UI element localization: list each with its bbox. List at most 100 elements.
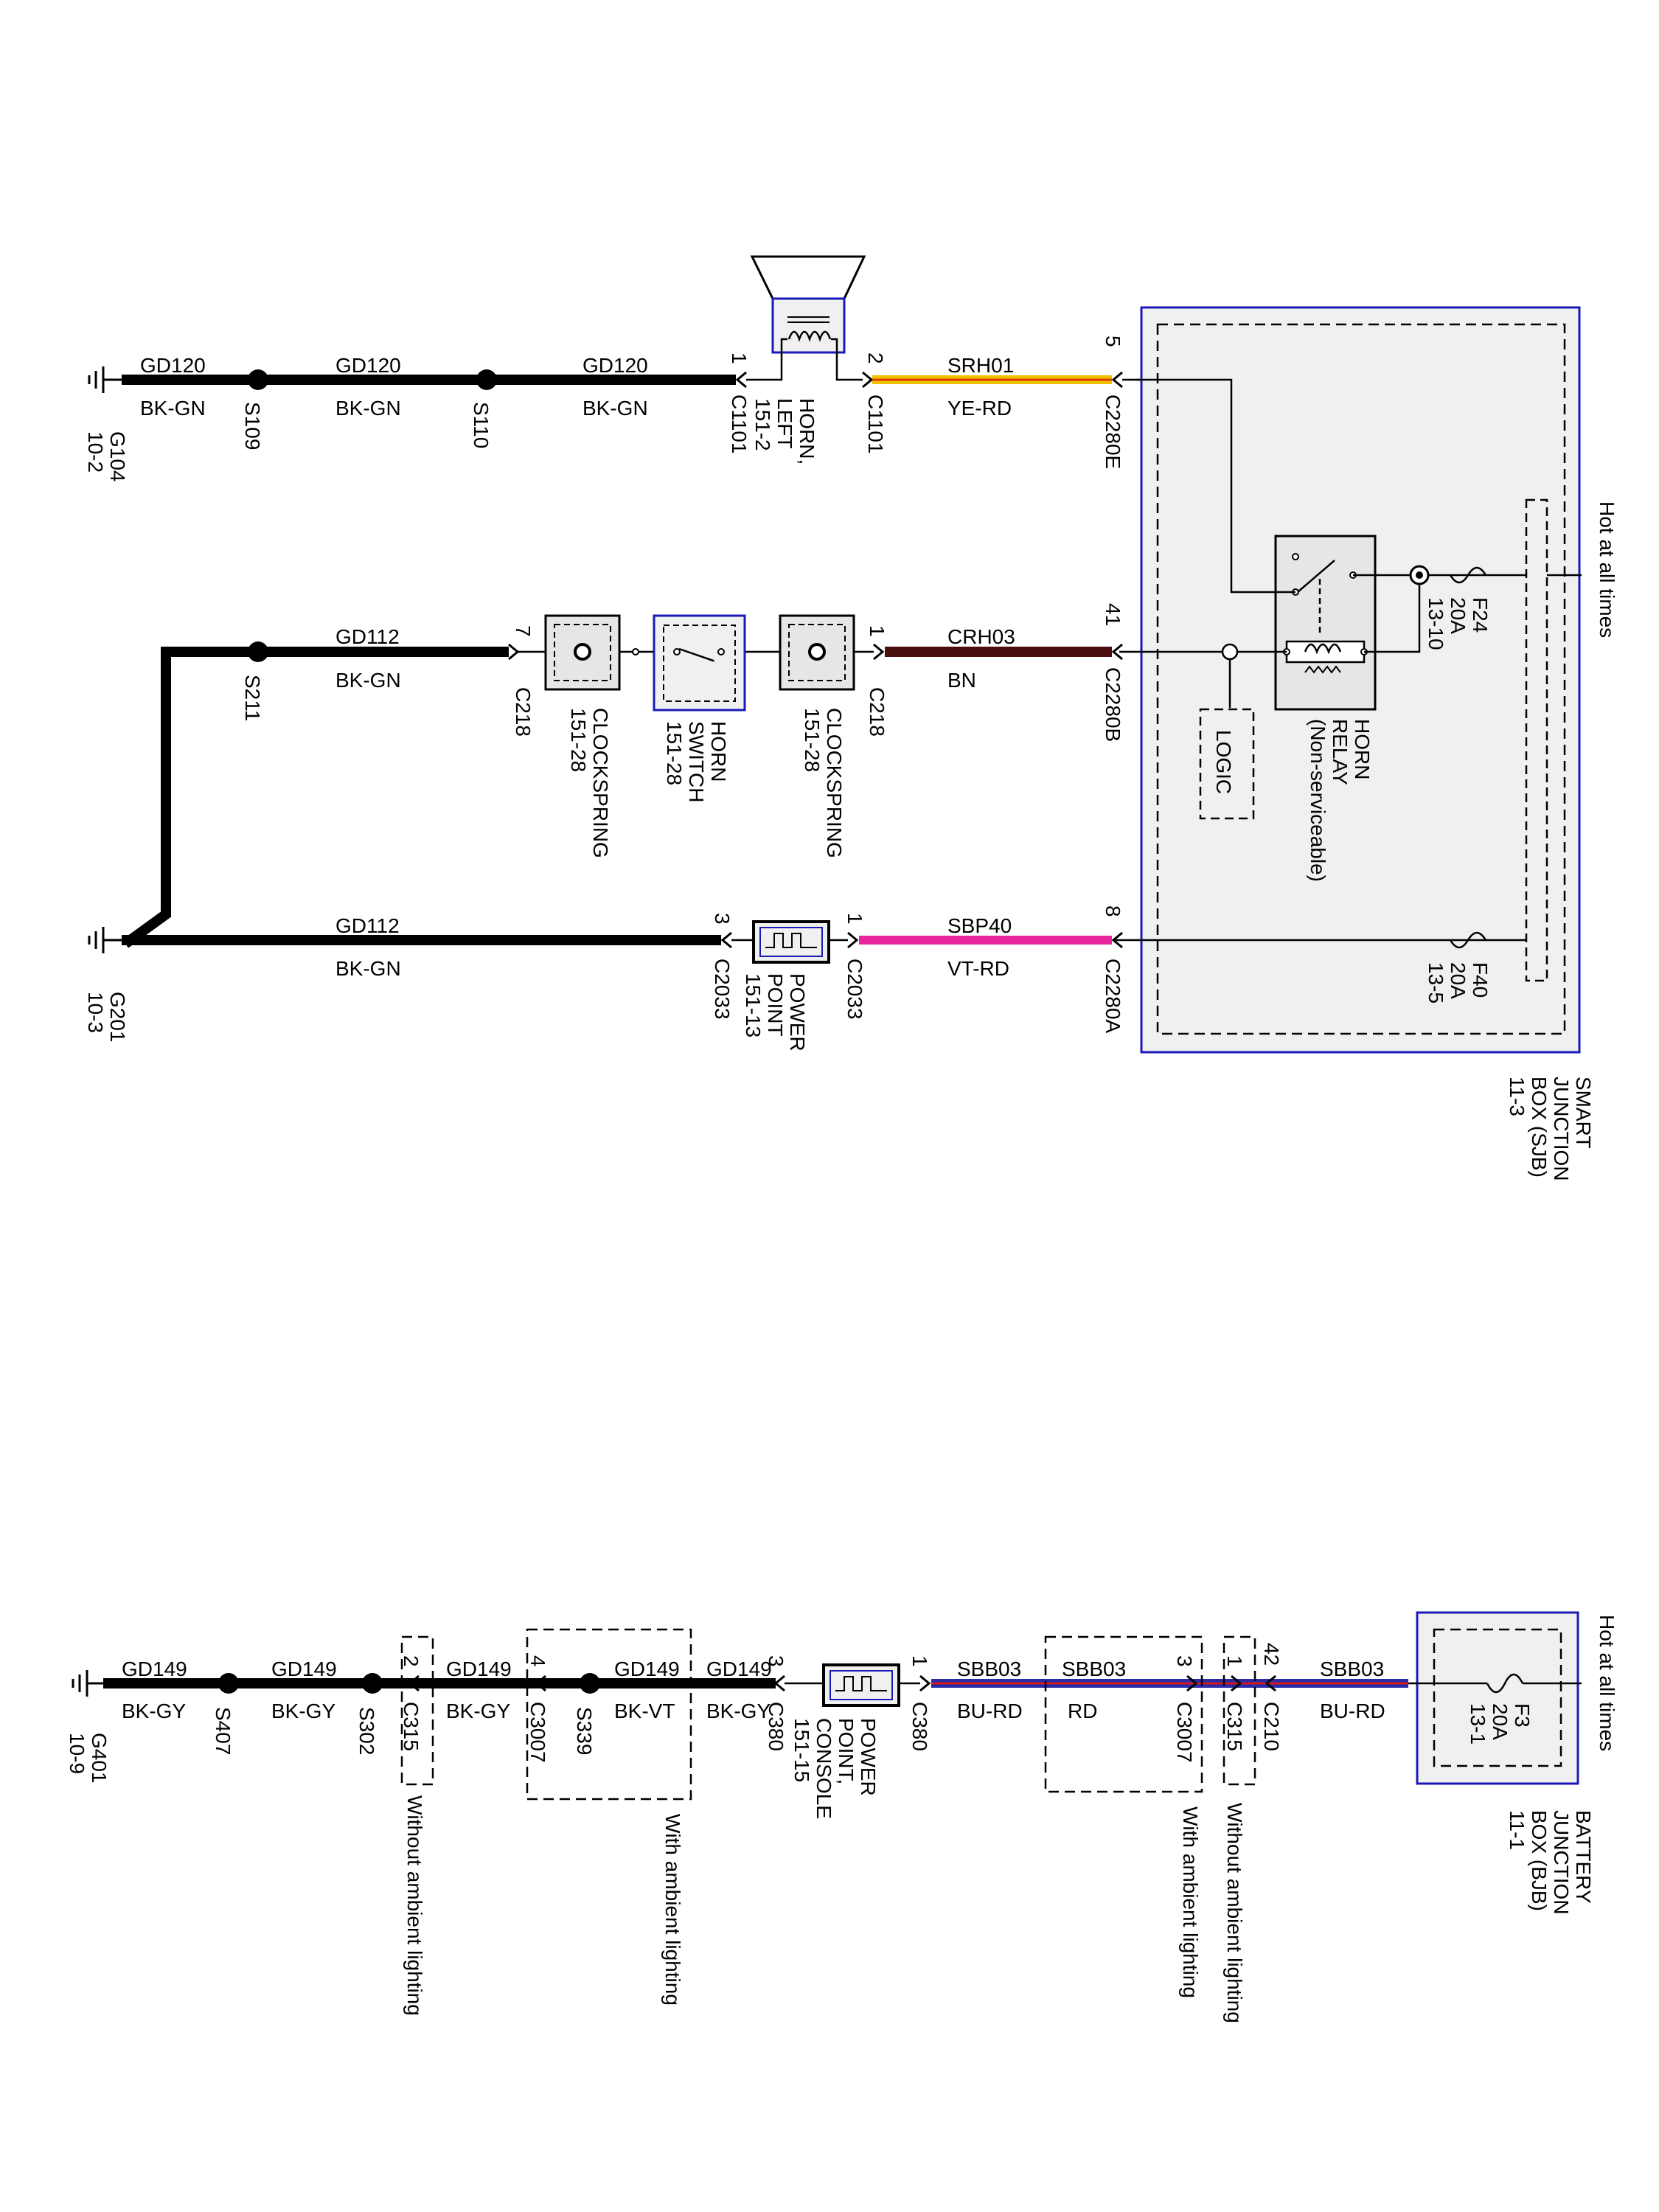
connector-c2280e-icon [1111,371,1123,389]
connector-c2033-left-icon [720,931,732,949]
horn-relay [1274,535,1377,711]
wire-gd120-2: GD120 [335,354,401,377]
wire-sbp40: SBP40 [947,914,1012,937]
connector-c218-right: C218 [866,687,888,737]
horn-relay-label: HORNRELAY(Non-serviceable) [1307,719,1374,882]
connector-c210: C210 [1260,1702,1283,1751]
splice-s109-label: S109 [241,402,264,450]
clockspring-2-label: CLOCKSPRING151-28 [801,708,846,858]
svg-text:GD149: GD149 [271,1658,337,1680]
svg-text:7: 7 [512,625,535,637]
connector-c2280b-icon [1111,643,1123,661]
svg-text:BK-GY: BK-GY [706,1700,771,1722]
connector-c315-right: C315 [1223,1702,1246,1751]
clockspring-1 [544,614,621,691]
wire-color-srh01: YE-RD [947,397,1012,420]
connector-c380-left: C380 [765,1702,787,1751]
connector-c3007-right: C3007 [1173,1702,1196,1763]
wire-color-gd112-top: BK-GN [335,669,401,692]
svg-text:S339: S339 [573,1707,596,1755]
option-box-c3007-left [526,1628,692,1801]
connector-c3007-left: C3007 [526,1702,549,1763]
connector-c315-left: C315 [400,1702,422,1751]
fuse-f40-label: F4020A13-5 [1425,962,1492,1004]
svg-text:BK-GY: BK-GY [446,1700,510,1722]
fuse-f40-icon [1449,931,1487,949]
clockspring-2 [779,614,855,691]
wire-color-crh03: BN [947,669,976,692]
svg-text:41: 41 [1102,603,1124,626]
ground-g401-label: G40110-9 [66,1733,111,1784]
splice-s110-label: S110 [470,402,493,448]
svg-text:BU-RD: BU-RD [957,1700,1023,1722]
svg-text:BK-GY: BK-GY [122,1700,186,1722]
bjb-label: BATTERYJUNCTIONBOX (BJB)11-1 [1506,1810,1595,1915]
svg-text:1: 1 [1223,1655,1246,1667]
svg-text:S407: S407 [212,1707,234,1755]
connector-c1101-right: C1101 [864,394,887,453]
connector-c2280a: C2280A [1102,959,1124,1034]
note-with-ambient-right: With ambient lighting [1179,1806,1202,1998]
power-point-console-label: POWERPOINT,CONSOLE151-15 [790,1718,880,1819]
connector-c1101-right-icon [862,371,874,389]
power-point-151-13 [752,920,830,964]
svg-text:BK-VT: BK-VT [614,1700,675,1722]
svg-text:GD149: GD149 [614,1658,680,1680]
wire-color-2: BK-GN [335,397,401,420]
option-box-c315-right [1222,1635,1256,1786]
wire-crh03: CRH03 [947,625,1015,648]
svg-text:RD: RD [1068,1700,1097,1722]
connector-c2033-right-icon [847,931,859,949]
bjb-hot-label: Hot at all times [1596,1615,1618,1751]
fuse-f3-icon [1486,1673,1524,1694]
splice-s407 [218,1673,239,1694]
horn-left [746,255,866,381]
ground-g104-label: G10410-2 [84,431,129,482]
connector-c218-left: C218 [512,687,535,737]
ground-wire-s211 [122,647,258,948]
connector-c1101-left-icon [735,371,747,389]
svg-text:GD149: GD149 [446,1658,512,1680]
sjb-hot-label: Hot at all times [1596,501,1618,638]
svg-text:1: 1 [908,1655,931,1667]
svg-text:4: 4 [526,1655,549,1667]
logic-block [1199,708,1255,820]
note-with-ambient-left: With ambient lighting [661,1814,684,2006]
svg-text:1: 1 [866,625,888,637]
svg-text:S302: S302 [355,1707,378,1755]
svg-text:42: 42 [1260,1643,1283,1666]
horn-switch-label: HORNSWITCH151-28 [663,721,730,802]
fuse-f3-label: F320A13-1 [1467,1703,1534,1745]
logic-input-icon [1221,643,1239,661]
connector-c1101-left: C1101 [728,394,751,453]
svg-text:1: 1 [728,352,751,364]
splice-s110 [476,369,497,390]
wire-color-3: BK-GN [582,397,648,420]
svg-text:8: 8 [1102,905,1124,917]
horn-switch[interactable] [653,614,746,712]
wire-gd120-1: GD120 [140,354,206,377]
svg-text:3: 3 [711,913,734,925]
wire-gd120-3: GD120 [582,354,648,377]
splice-s302 [362,1673,383,1694]
svg-text:GD149: GD149 [122,1658,187,1680]
splice-s109 [248,369,268,390]
wire-color-sbp40: VT-RD [947,957,1009,980]
connector-c2033-left: C2033 [711,959,734,1020]
note-without-ambient-left: Without ambient lighting [403,1795,426,2016]
option-box-c315-left [400,1635,434,1786]
power-point-151-13-label: POWERPOINT151-13 [742,973,809,1051]
svg-text:3: 3 [765,1655,787,1667]
connector-c2280a-icon [1111,931,1123,949]
wire-gd112-bottom: GD112 [335,914,400,937]
sjb-bus-bar [1525,498,1548,982]
fuse-f24-icon [1449,566,1487,584]
ground-g201-label: G20110-3 [84,992,129,1043]
ground-g401-icon [72,1670,107,1697]
svg-text:SBB03: SBB03 [957,1658,1021,1680]
connector-c2280e: C2280E [1102,394,1124,469]
fuse-f24-label: F2420A13-10 [1425,597,1492,650]
horn-left-label: HORN,LEFT151-2 [751,398,818,465]
wire-gd112-top: GD112 [335,625,400,648]
